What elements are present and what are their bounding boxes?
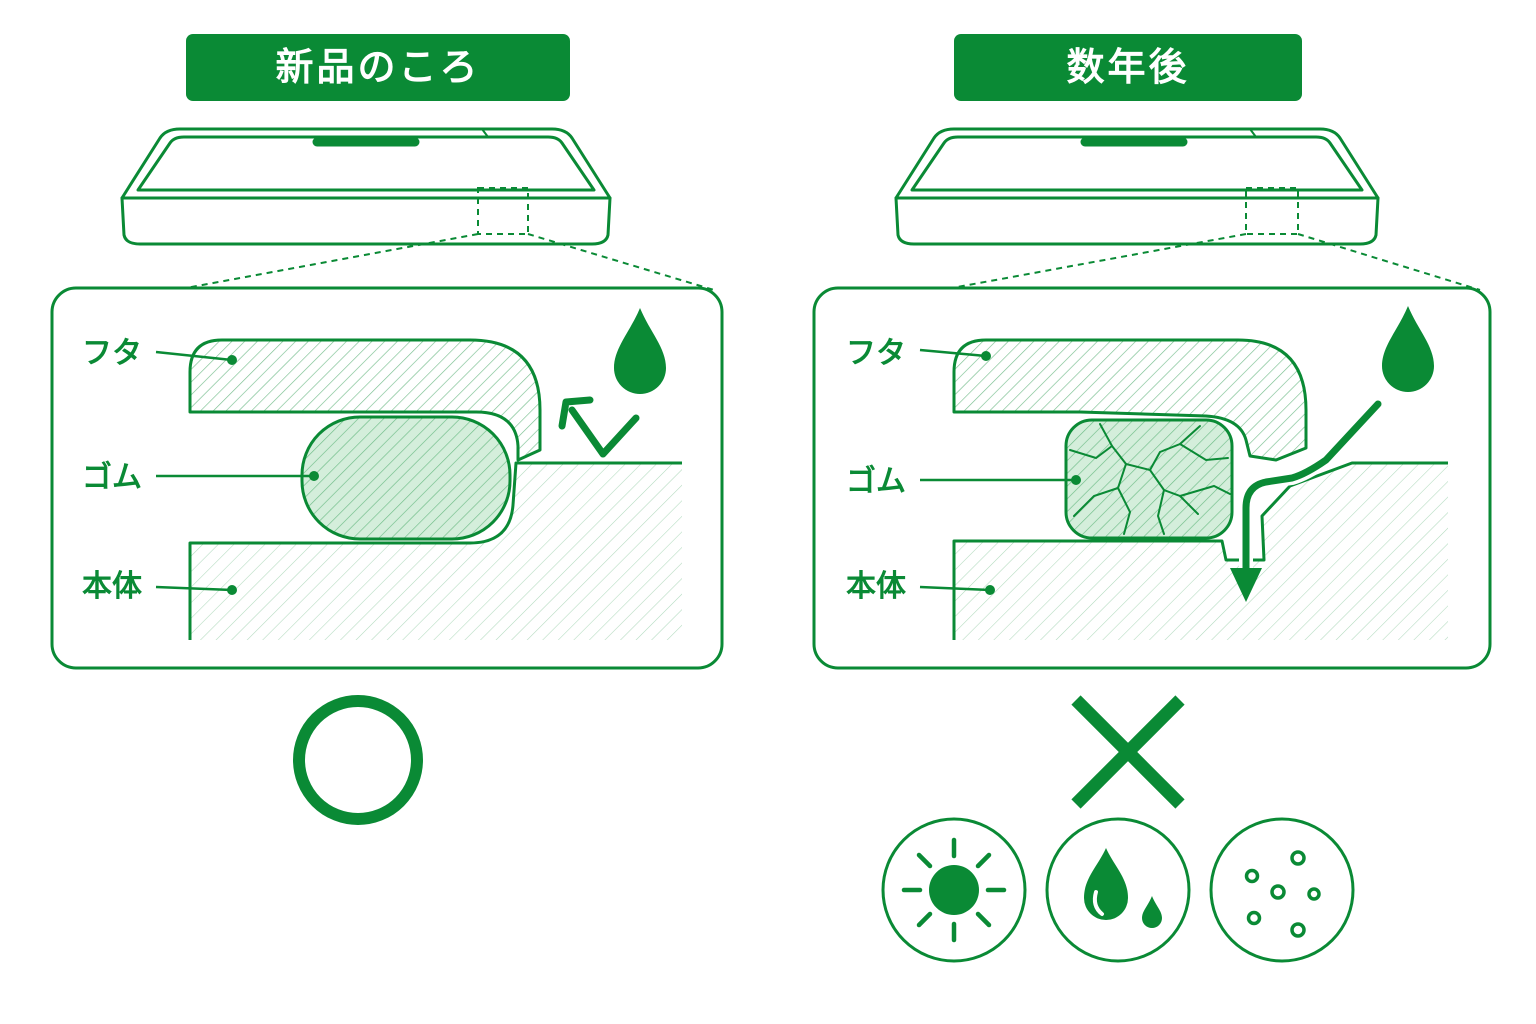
rubber-cracks bbox=[1069, 423, 1231, 535]
label-lid-after-text: フタ bbox=[846, 336, 906, 371]
causes-row bbox=[881, 817, 1355, 963]
header-new-text: 新品のころ bbox=[275, 45, 480, 89]
header-after: 数年後 bbox=[954, 34, 1302, 101]
body-new-shape bbox=[190, 463, 682, 640]
water-drops-icon bbox=[1045, 817, 1191, 963]
label-body-new-text: 本体 bbox=[82, 569, 143, 604]
water-blocked-arrow-icon bbox=[558, 396, 640, 458]
label-rubber-after: ゴム bbox=[846, 464, 1081, 499]
body-new-outline bbox=[188, 461, 682, 640]
body-after-outline bbox=[952, 461, 1448, 640]
zoom-indicator-new bbox=[185, 187, 715, 291]
water-drop-new-icon bbox=[614, 308, 666, 394]
header-new-bg bbox=[186, 34, 570, 101]
header-after-bg bbox=[954, 34, 1302, 101]
phone-after-icon bbox=[894, 127, 1380, 246]
label-body-after-text: 本体 bbox=[846, 569, 907, 604]
label-body-new: 本体 bbox=[82, 569, 237, 604]
cross-icon bbox=[1071, 695, 1185, 809]
rubber-new-shape bbox=[300, 415, 512, 541]
water-leak-arrow-icon bbox=[1230, 397, 1385, 602]
water-drop-after-icon bbox=[1382, 306, 1434, 392]
lid-new-shape bbox=[188, 338, 542, 462]
zoom-indicator-after bbox=[951, 187, 1481, 291]
dust-particles-icon bbox=[1209, 817, 1355, 963]
panel-after: 数年後 bbox=[812, 34, 1492, 963]
body-after-shape bbox=[954, 463, 1448, 640]
rubber-after-shape bbox=[1064, 418, 1234, 540]
header-new: 新品のころ bbox=[186, 34, 570, 101]
label-lid-after: フタ bbox=[846, 336, 991, 371]
header-after-text: 数年後 bbox=[1066, 45, 1189, 89]
panel-new: 新品のころ フタ ゴム bbox=[50, 34, 724, 825]
phone-new-icon bbox=[120, 127, 612, 246]
label-lid-new: フタ bbox=[82, 336, 237, 371]
label-body-after: 本体 bbox=[846, 569, 995, 604]
lid-after-shape bbox=[952, 338, 1308, 462]
circle-icon bbox=[293, 695, 423, 825]
label-rubber-new-text: ゴム bbox=[82, 460, 142, 495]
label-lid-new-text: フタ bbox=[82, 336, 142, 371]
sun-icon bbox=[881, 817, 1027, 963]
label-rubber-new: ゴム bbox=[82, 460, 319, 495]
label-rubber-after-text: ゴム bbox=[846, 464, 906, 499]
